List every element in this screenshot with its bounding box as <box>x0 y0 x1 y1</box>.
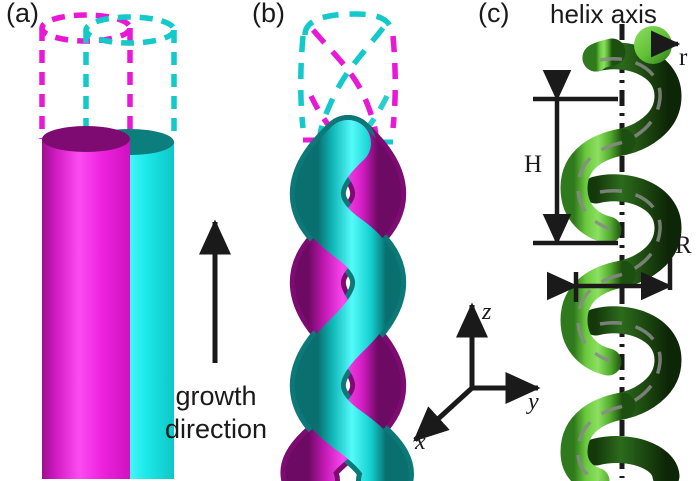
panel-c-graphic <box>533 24 682 481</box>
helix-centerline <box>576 57 662 481</box>
panel-a-magenta-dashed-outline <box>39 12 133 139</box>
panel-c-label: (c) <box>478 0 510 28</box>
panel-b-dashed-outline <box>298 11 398 145</box>
y-axis-label: y <box>528 389 539 415</box>
coil-radius-dimension <box>546 258 673 302</box>
panel-b-label: (b) <box>252 0 285 28</box>
growth-direction-label-line2: direction <box>164 414 268 444</box>
helix-back-segments <box>582 42 682 481</box>
z-axis-label: z <box>482 299 492 325</box>
panel-b-double-helix <box>280 115 414 481</box>
helix-axis-label: helix axis <box>550 0 657 29</box>
pitch-dimension <box>533 69 618 246</box>
x-axis-label: x <box>415 429 426 455</box>
panel-b-graphic <box>280 11 414 481</box>
panel-a-label: (a) <box>6 0 39 28</box>
pitch-label: H <box>524 151 543 178</box>
coil-radius-label: R <box>675 232 692 259</box>
growth-direction-label-line1: growth <box>175 381 257 411</box>
wire-radius-label: r <box>679 44 688 71</box>
helix-front-segments <box>560 38 636 481</box>
wire-cross-section-dot <box>634 26 672 64</box>
panel-a-cyan-dashed-outline <box>83 14 177 139</box>
panel-a-magenta-cylinder <box>42 126 130 479</box>
coordinate-axes <box>413 302 541 442</box>
